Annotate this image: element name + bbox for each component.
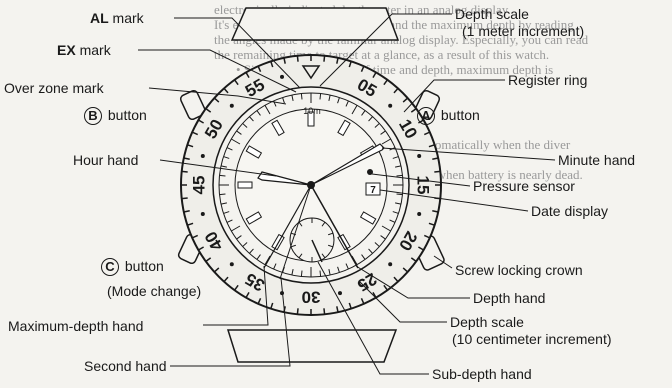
b-button-text: button [104, 107, 147, 123]
register-tick [320, 94, 321, 100]
upper-strap [232, 8, 398, 40]
bezel-dot [230, 104, 234, 108]
al-mark-suffix: mark [109, 10, 144, 26]
center-pin [307, 181, 315, 189]
a-button-icon: A [417, 107, 435, 125]
bezel-tooth [182, 171, 188, 172]
al-mark-label: AL mark [90, 10, 144, 26]
ex-mark-prefix: EX [57, 42, 76, 58]
bezel-number: 15 [414, 176, 433, 195]
over-zone-mark-label: Over zone mark [4, 80, 104, 96]
bezel-tooth [324, 56, 325, 62]
bezel-number: 30 [302, 288, 321, 307]
register-tick [301, 271, 302, 277]
bezel-dot [201, 154, 205, 158]
second-hand-label: Second hand [84, 358, 167, 374]
bezel-dot [417, 154, 421, 158]
hour-marker [238, 182, 252, 188]
depth-scale-10m: 10m [303, 106, 321, 116]
pressure-sensor-label: Pressure sensor [473, 178, 575, 194]
register-tick [397, 194, 403, 195]
bezel-number: 45 [190, 176, 209, 195]
ex-mark-label: EX mark [57, 42, 111, 58]
depth-scale-1m-label: Depth scale [455, 6, 529, 22]
bezel-dot [280, 75, 284, 79]
a-button-label: A button [417, 107, 480, 125]
screw-locking-crown-label: Screw locking crown [455, 262, 583, 278]
ex-mark-suffix: mark [76, 42, 111, 58]
c-button-text: button [121, 258, 164, 274]
depth-scale-10cm-label: Depth scale [450, 314, 524, 330]
register-tick [220, 194, 226, 195]
register-tick [397, 175, 403, 176]
background-text-line: the remaining time to target at a glance… [214, 47, 549, 62]
a-button-text: button [437, 107, 480, 123]
bezel-tooth [182, 198, 188, 199]
bezel-dot [338, 291, 342, 295]
bezel-tooth [297, 56, 298, 62]
date-value: 7 [370, 185, 376, 196]
date-display-label: Date display [531, 203, 608, 219]
hour-hand-label: Hour hand [73, 152, 138, 168]
minute-hand-label: Minute hand [558, 152, 635, 168]
depth-hand-label: Depth hand [473, 290, 545, 306]
al-mark-prefix: AL [90, 10, 109, 26]
sub-depth-hand-label: Sub-depth hand [432, 366, 532, 382]
b-button-label: B button [84, 107, 147, 125]
bezel-tooth [434, 171, 440, 172]
depth-scale-1m-note: (1 meter increment) [462, 23, 584, 39]
maximum-depth-hand-label: Maximum-depth hand [8, 318, 143, 334]
bezel-dot [230, 262, 234, 266]
mode-change-label: (Mode change) [107, 283, 201, 299]
register-tick [220, 175, 226, 176]
c-button-icon: C [101, 258, 119, 276]
c-button-label: C button [101, 258, 164, 276]
b-button-icon: B [84, 107, 102, 125]
depth-scale-10cm-note: (10 centimeter increment) [452, 331, 612, 347]
bezel-tooth [324, 308, 325, 314]
bezel-dot [201, 212, 205, 216]
bezel-dot [388, 104, 392, 108]
register-ring-label: Register ring [508, 72, 587, 88]
register-tick [320, 271, 321, 277]
register-tick [301, 94, 302, 100]
bezel-dot [417, 212, 421, 216]
bezel-tooth [297, 308, 298, 314]
bezel-dot [388, 262, 392, 266]
